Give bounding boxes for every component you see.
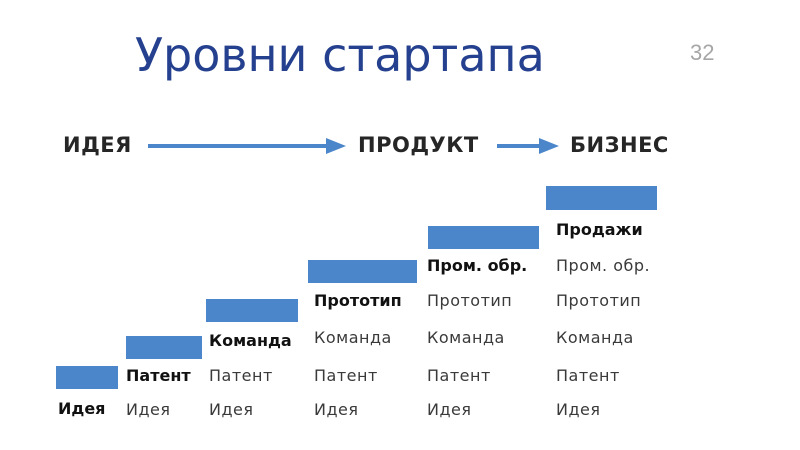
step-4-item: Команда — [314, 328, 392, 347]
step-6-item: Команда — [556, 328, 634, 347]
step-5-item: Пром. обр. — [427, 256, 528, 275]
step-6-item: Идея — [556, 400, 601, 419]
step-5-bar — [428, 226, 539, 249]
step-2-bar — [126, 336, 202, 359]
step-4-bar — [308, 260, 417, 283]
step-2-item: Патент — [126, 366, 191, 385]
step-3-item: Идея — [209, 400, 254, 419]
step-5-item: Команда — [427, 328, 505, 347]
stage-idea-label: ИДЕЯ — [63, 133, 132, 157]
step-3-item: Команда — [209, 331, 292, 350]
step-5-item: Патент — [427, 366, 491, 385]
page-number: 32 — [690, 40, 715, 65]
step-6-item: Пром. обр. — [556, 256, 651, 275]
step-2-item: Идея — [126, 400, 171, 419]
step-4-item: Патент — [314, 366, 378, 385]
step-1-bar — [56, 366, 118, 389]
step-6-item: Прототип — [556, 291, 642, 310]
slide-title: Уровни стартапа — [135, 28, 545, 82]
arrow-product-to-business-icon — [497, 138, 559, 154]
step-6-item: Патент — [556, 366, 620, 385]
step-4-item: Идея — [314, 400, 359, 419]
arrow-idea-to-product-icon — [148, 138, 346, 154]
step-4-item: Прототип — [314, 291, 402, 310]
step-1-item: Идея — [58, 399, 106, 418]
stage-product-label: ПРОДУКТ — [358, 133, 479, 157]
step-3-item: Патент — [209, 366, 273, 385]
step-5-item: Идея — [427, 400, 472, 419]
step-5-item: Прототип — [427, 291, 513, 310]
step-6-bar — [546, 186, 657, 210]
step-3-bar — [206, 299, 298, 322]
step-6-item: Продажи — [556, 220, 643, 239]
stage-business-label: БИЗНЕС — [570, 133, 669, 157]
